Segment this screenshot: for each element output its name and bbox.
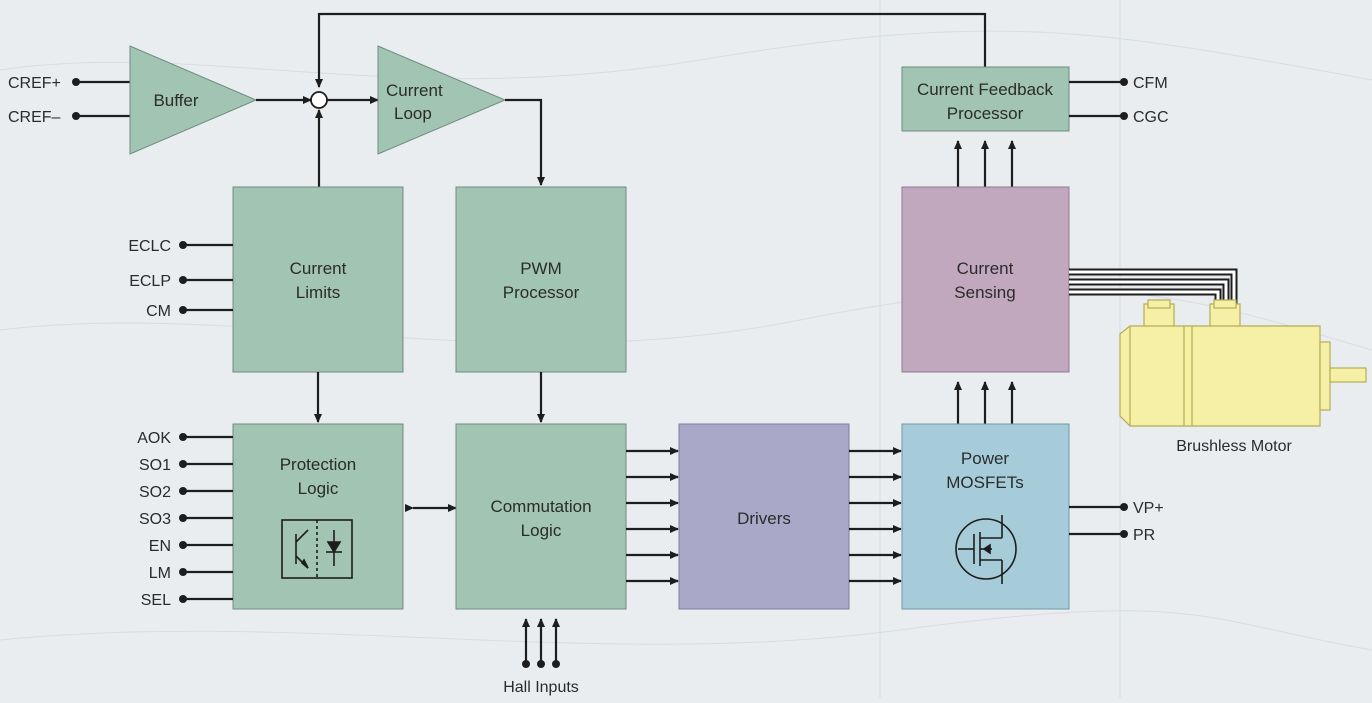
protection-logic-block: [232, 423, 404, 610]
protection-label-2: Logic: [298, 479, 339, 498]
buffer-amplifier: [129, 45, 258, 155]
pin-label-aok: AOK: [137, 430, 171, 447]
vp-plus-pin: [1120, 503, 1128, 511]
pin-label-so3: SO3: [139, 511, 171, 528]
pin-label-cm: CM: [146, 303, 171, 320]
pin-label-sel: SEL: [141, 592, 171, 609]
brushless-motor: [1119, 299, 1367, 427]
protection-label-1: Protection: [280, 455, 357, 474]
commutation-label-2: Logic: [521, 521, 562, 540]
pin-label-so1: SO1: [139, 457, 171, 474]
current-loop-label-1: Current: [386, 81, 443, 100]
pr-pin: [1120, 530, 1128, 538]
pin-label-eclc: ECLC: [128, 238, 171, 255]
pin-label-cref-plus: CREF+: [8, 75, 61, 92]
current-loop-label-2: Loop: [394, 104, 432, 123]
drivers-block: [678, 423, 850, 610]
pin-label-vp-plus: VP+: [1133, 500, 1164, 517]
brushless-motor-label: Brushless Motor: [1176, 438, 1292, 455]
current-feedback-label-1: Current Feedback: [917, 80, 1054, 99]
current-sensing-block: [901, 186, 1070, 373]
pin-label-en: EN: [149, 538, 171, 555]
current-sensing-label-2: Sensing: [954, 283, 1015, 302]
pin-label-cref-minus: CREF–: [8, 109, 61, 126]
pin-label-pr: PR: [1133, 527, 1155, 544]
current-limits-label-1: Current: [290, 259, 347, 278]
commutation-to-drivers: [626, 447, 679, 585]
pwm-label-1: PWM: [520, 259, 562, 278]
power-mosfets-block: [901, 423, 1070, 610]
drivers-to-mosfets: [849, 447, 902, 585]
mosfets-label-2: MOSFETs: [946, 473, 1023, 492]
pin-label-so2: SO2: [139, 484, 171, 501]
cgc-pin: [1120, 112, 1128, 120]
cfm-pin: [1120, 78, 1128, 86]
pwm-processor-block: [455, 186, 627, 373]
commutation-logic-block: [455, 423, 627, 610]
current-feedback-label-2: Processor: [947, 104, 1024, 123]
protection-pins: [179, 433, 233, 603]
mosfets-label-1: Power: [961, 449, 1010, 468]
pwm-label-2: Processor: [503, 283, 580, 302]
pin-label-cfm: CFM: [1133, 75, 1168, 92]
hall-inputs-label: Hall Inputs: [503, 679, 579, 696]
current-feedback-processor: [901, 66, 1070, 132]
current-sensing-label-1: Current: [957, 259, 1014, 278]
hall-inputs: [522, 618, 560, 668]
buffer-label: Buffer: [153, 91, 198, 110]
pin-label-lm: LM: [149, 565, 171, 582]
optocoupler-icon: [281, 519, 353, 579]
pin-label-eclp: ECLP: [129, 273, 171, 290]
drivers-label: Drivers: [737, 509, 791, 528]
feedback-wire: [315, 12, 987, 88]
summing-junction: [310, 91, 328, 109]
current-limits-block: [232, 186, 404, 373]
mosfet-icon: [955, 515, 1017, 584]
current-loop-amplifier: [377, 45, 507, 155]
motor-sense-lines: [1069, 268, 1238, 308]
commutation-label-1: Commutation: [490, 497, 591, 516]
current-limits-label-2: Limits: [296, 283, 340, 302]
pin-label-cgc: CGC: [1133, 109, 1169, 126]
